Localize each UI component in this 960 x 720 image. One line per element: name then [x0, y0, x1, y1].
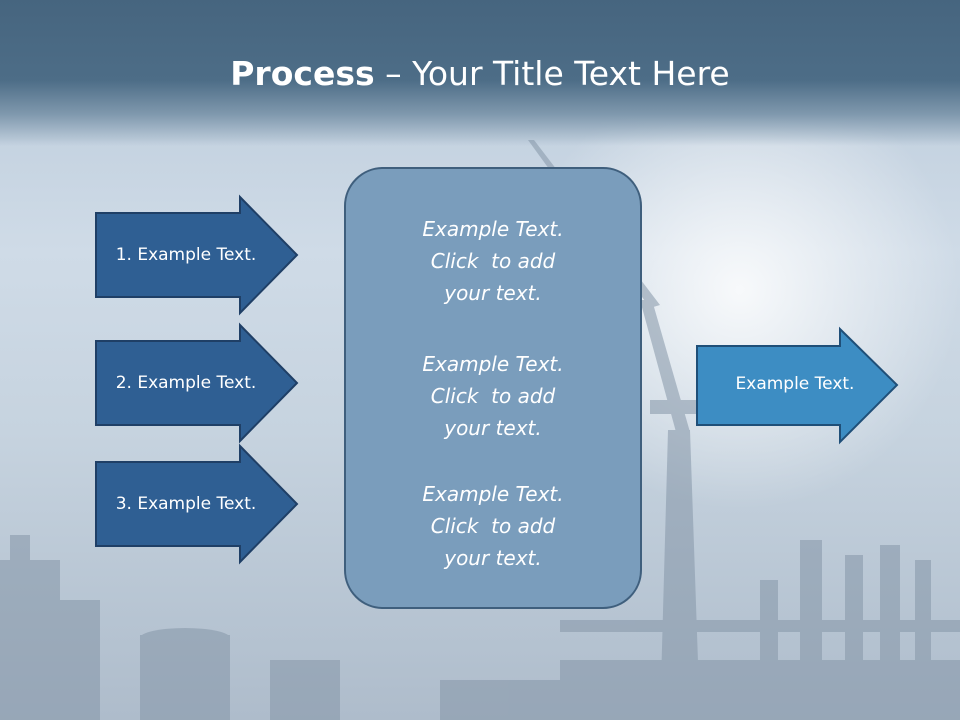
center-block-1-line-1: Example Text.: [422, 217, 564, 241]
center-block-1-line-2: Click to add: [430, 249, 556, 273]
slide-title[interactable]: Process – Your Title Text Here: [0, 52, 960, 96]
input-arrow-2[interactable]: [95, 322, 299, 444]
center-block-2-line-1: Example Text.: [422, 352, 564, 376]
input-arrow-1[interactable]: [95, 194, 299, 316]
output-arrow[interactable]: [696, 326, 899, 445]
center-block-2-line-2: Click to add: [430, 384, 556, 408]
title-bold-text: Process: [230, 54, 375, 93]
center-text-block-1[interactable]: Example Text. Click to add your text.: [345, 213, 641, 309]
center-text-block-2[interactable]: Example Text. Click to add your text.: [345, 348, 641, 444]
title-rest-text: – Your Title Text Here: [374, 54, 730, 93]
title-banner: [0, 0, 960, 146]
input-arrow-label-2: 2. Example Text.: [115, 373, 257, 393]
input-arrow-3[interactable]: [95, 443, 299, 565]
center-block-2-line-3: your text.: [444, 416, 542, 440]
center-block-1-line-3: your text.: [444, 281, 542, 305]
center-block-3-line-1: Example Text.: [422, 482, 564, 506]
output-arrow-label: Example Text.: [735, 374, 855, 394]
input-arrow-label-1: 1. Example Text.: [115, 245, 257, 265]
center-text-block-3[interactable]: Example Text. Click to add your text.: [345, 478, 641, 574]
center-text-area: Example Text. Click to add your text. Ex…: [345, 168, 641, 608]
center-process-box[interactable]: [344, 167, 642, 609]
center-block-3-line-2: Click to add: [430, 514, 556, 538]
center-block-3-line-3: your text.: [444, 546, 542, 570]
input-arrow-label-3: 3. Example Text.: [115, 494, 257, 514]
